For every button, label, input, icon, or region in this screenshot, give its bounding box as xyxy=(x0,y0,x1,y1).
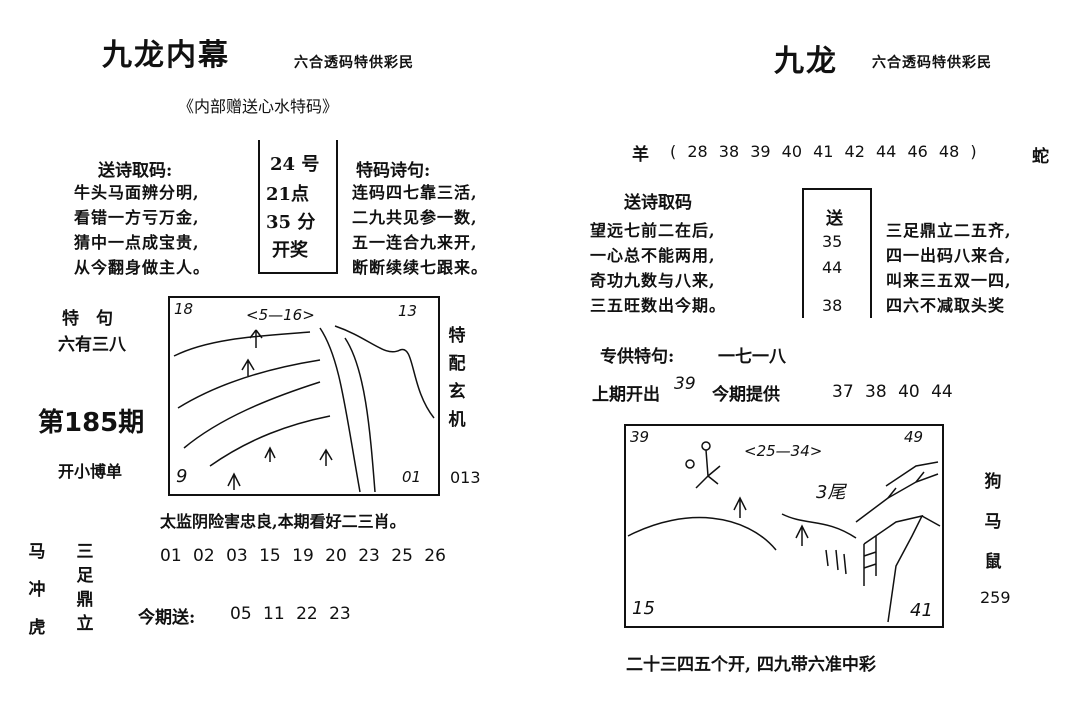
left-sketch-tr: 13 xyxy=(398,302,418,320)
left-send-label: 今期送: xyxy=(138,608,196,628)
time-box-bottom-border xyxy=(258,272,337,274)
right-special-value: 一七一八 xyxy=(718,347,786,367)
poem-line: 断断续续七跟来。 xyxy=(352,258,489,277)
poem-line: 连码四七靠三活, xyxy=(352,183,478,202)
zodiac-list: 狗 马 鼠 xyxy=(984,472,1002,572)
poem-line: 三五旺数出今期。 xyxy=(590,296,727,315)
poem-line: 四一出码八来合, xyxy=(886,246,1012,265)
left-sketch-bl: 9 xyxy=(176,466,188,487)
right-sketch-tr: 49 xyxy=(904,428,924,446)
poem-line: 奇功九数与八来, xyxy=(590,271,716,290)
right-sketch-bl: 15 xyxy=(632,598,655,619)
left-sketch xyxy=(168,296,440,496)
right-sketch-mid: 3尾 xyxy=(816,482,846,503)
right-poem: 望远七前二在后, 一心总不能两用, 奇功九数与八来, 三五旺数出今期。 xyxy=(590,218,726,318)
special-label: 特 句 xyxy=(62,309,113,329)
poem-line: 望远七前二在后, xyxy=(590,221,716,240)
poem-line: 叫来三五双一四, xyxy=(886,271,1012,290)
send-box-n3: 38 xyxy=(822,296,843,315)
time-box-minute: 35 分 xyxy=(266,212,316,233)
snake-label: 蛇 xyxy=(1032,147,1049,167)
zodiac-code: 259 xyxy=(980,588,1011,607)
issue-number: 第185期 xyxy=(38,408,145,438)
poem-line: 看错一方亏万金, xyxy=(74,208,200,227)
poem-line: 四六不减取头奖 xyxy=(886,296,1006,315)
left-col1: 马 冲 虎 xyxy=(28,542,46,638)
poem-line: 二九共见参一数, xyxy=(352,208,478,227)
right-sketch-tl: 39 xyxy=(630,428,650,446)
right-footer: 二十三四五个开, 四九带六准中彩 xyxy=(626,655,876,675)
left-summary: 太监阴险害忠良,本期看好二三肖。 xyxy=(160,512,406,531)
poem-line: 猜中一点成宝贵, xyxy=(74,233,200,252)
poem-line: 三足鼎立二五齐, xyxy=(886,221,1012,240)
left-right-vertical: 特 配 玄 机 xyxy=(448,326,466,430)
left-right-code: 013 xyxy=(450,468,481,487)
send-box-left-border xyxy=(802,188,804,318)
left-poem2: 连码四七靠三活, 二九共见参一数, 五一连合九来开, 断断续续七跟来。 xyxy=(352,180,488,280)
poem-line: 从今翻身做主人。 xyxy=(74,258,211,277)
right-poem2: 三足鼎立二五齐, 四一出码八来合, 叫来三五双一四, 四六不减取头奖 xyxy=(886,218,1012,318)
send-box-label: 送 xyxy=(826,209,843,229)
special-value: 六有三八 xyxy=(58,335,126,355)
left-sketch-tl: 18 xyxy=(174,300,194,318)
left-send-numbers: 05 11 22 23 xyxy=(230,604,351,624)
poem-line: 牛头马面辨分明, xyxy=(74,183,200,202)
sheep-label: 羊 xyxy=(632,145,649,165)
poem-line: 五一连合九来开, xyxy=(352,233,478,252)
left-banner: 《内部赠送心水特码》 xyxy=(178,97,339,116)
left-sketch-drawing xyxy=(173,325,435,493)
right-title: 九龙 xyxy=(774,44,838,79)
send-box-right-border xyxy=(870,188,872,318)
left-col2: 三 足 鼎 立 xyxy=(76,542,94,634)
left-sketch-br: 01 xyxy=(402,468,422,486)
small-bet: 开小博单 xyxy=(58,462,123,481)
poem-line: 一心总不能两用, xyxy=(590,246,716,265)
provide-numbers: 37 38 40 44 xyxy=(832,382,953,402)
right-sketch-drawing xyxy=(627,441,941,623)
send-box-top-border xyxy=(802,188,871,190)
right-poem-title: 送诗取码 xyxy=(624,193,692,213)
last-draw-value: 39 xyxy=(674,374,696,394)
right-sketch-range: <25—34> xyxy=(744,442,823,460)
last-draw-label: 上期开出 xyxy=(592,385,660,405)
provide-label: 今期提供 xyxy=(712,385,780,405)
time-box-right-border xyxy=(336,140,338,274)
left-sketch-range: <5—16> xyxy=(246,306,315,324)
left-poem2-title: 特码诗句: xyxy=(356,161,431,181)
send-box-n2: 44 xyxy=(822,258,843,277)
send-box-n1: 35 xyxy=(822,232,843,251)
left-subtitle: 六合透码特供彩民 xyxy=(294,55,414,71)
left-poem1: 牛头马面辨分明, 看错一方亏万金, 猜中一点成宝贵, 从今翻身做主人。 xyxy=(74,180,210,280)
time-box-draw: 开奖 xyxy=(272,240,308,261)
left-title: 九龙内幕 xyxy=(102,38,230,73)
right-special-label: 专供特句: xyxy=(600,347,675,367)
time-box-hour: 21点 xyxy=(266,184,310,205)
time-box-date: 24 号 xyxy=(270,154,320,175)
right-subtitle: 六合透码特供彩民 xyxy=(872,55,992,71)
left-numbers: 01 02 03 15 19 20 23 25 26 xyxy=(160,546,446,566)
right-sketch-br: 41 xyxy=(910,600,933,621)
time-box-left-border xyxy=(258,140,260,274)
right-sketch xyxy=(624,424,944,628)
left-poem1-title: 送诗取码: xyxy=(98,161,173,181)
sheep-numbers: ( 28 38 39 40 41 42 44 46 48 ) xyxy=(670,142,977,161)
